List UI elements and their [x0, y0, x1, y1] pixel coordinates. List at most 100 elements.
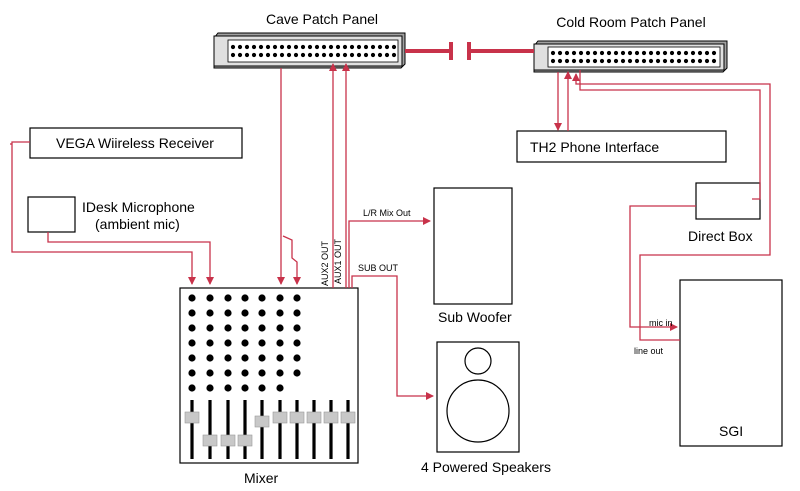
patch-jack — [230, 44, 236, 50]
powered-speaker — [436, 341, 520, 453]
cave-patch-panel-label: Cave Patch Panel — [266, 11, 378, 27]
lr-mix-out-label: L/R Mix Out — [363, 208, 411, 218]
patch-jack — [328, 44, 334, 50]
mixer-knob — [206, 369, 214, 377]
patch-jack — [293, 44, 299, 50]
patch-jack — [237, 44, 243, 50]
aux1-out-label: AUX1 OUT — [333, 238, 343, 284]
patch-jack — [655, 50, 661, 56]
mixer-knob — [293, 369, 301, 377]
mixer-knob — [224, 369, 232, 377]
mixer-knob — [276, 384, 284, 392]
mixer-knob — [276, 339, 284, 347]
mixer-knob — [241, 309, 249, 317]
mixer-knob — [258, 324, 266, 332]
panel-interconnect-cable — [405, 42, 534, 60]
mixer-knob — [206, 309, 214, 317]
direct-box-label: Direct Box — [688, 228, 753, 244]
patch-jack — [634, 58, 640, 64]
patch-jack — [286, 52, 292, 58]
direct-box — [695, 182, 761, 220]
patch-jack — [300, 52, 306, 58]
cold-room-patch-panel-label: Cold Room Patch Panel — [556, 14, 705, 30]
mixer-knob — [293, 324, 301, 332]
patch-jack — [251, 52, 257, 58]
powered-speakers-label: 4 Powered Speakers — [421, 459, 551, 475]
patch-jack — [606, 58, 612, 64]
mixer-knob — [188, 369, 196, 377]
mixer-knob — [224, 324, 232, 332]
patch-jack — [272, 52, 278, 58]
mixer-knob — [276, 354, 284, 362]
mixer — [179, 287, 359, 464]
mixer-knob — [188, 324, 196, 332]
aux2-out-label: AUX2 OUT — [320, 240, 330, 286]
patch-jack — [578, 50, 584, 56]
idesk-microphone-sublabel: (ambient mic) — [95, 216, 180, 232]
mixer-knob — [258, 309, 266, 317]
patch-jack — [244, 52, 250, 58]
patch-jack — [669, 50, 675, 56]
mixer-knob — [241, 369, 249, 377]
patch-jack — [662, 50, 668, 56]
cave-patch-jacks — [230, 44, 397, 58]
patch-jack — [564, 50, 570, 56]
mixer-knob — [276, 294, 284, 302]
mixer-knob — [258, 354, 266, 362]
mixer-knob — [258, 369, 266, 377]
mixer-knob — [188, 294, 196, 302]
mixer-knob — [206, 354, 214, 362]
fader-knob — [220, 434, 236, 447]
patch-jack — [571, 50, 577, 56]
patch-jack — [648, 50, 654, 56]
patch-jack — [251, 44, 257, 50]
patch-jack — [335, 44, 341, 50]
patch-jack — [391, 52, 397, 58]
patch-jack — [606, 50, 612, 56]
patch-jack — [370, 44, 376, 50]
sub-out-label: SUB OUT — [358, 263, 399, 273]
idesk-microphone-label: IDesk Microphone — [82, 199, 195, 215]
patch-jack — [648, 58, 654, 64]
patch-jack — [655, 58, 661, 64]
patch-jack — [307, 44, 313, 50]
patch-jack — [244, 44, 250, 50]
mixer-knob — [224, 339, 232, 347]
patch-jack — [258, 44, 264, 50]
patch-jack — [335, 52, 341, 58]
mixer-knob — [188, 339, 196, 347]
sub-woofer-label: Sub Woofer — [438, 309, 512, 325]
mixer-knob — [293, 354, 301, 362]
patch-jack — [279, 52, 285, 58]
mixer-knob — [258, 339, 266, 347]
line-out-label: line out — [634, 346, 664, 356]
patch-jack — [620, 50, 626, 56]
patch-jack — [564, 58, 570, 64]
patch-jack — [321, 52, 327, 58]
patch-jack — [585, 50, 591, 56]
mixer-faders — [184, 400, 356, 459]
patch-jack — [571, 58, 577, 64]
cold-room-patch-panel — [533, 40, 728, 73]
mixer-knob — [206, 294, 214, 302]
mixer-knob — [241, 294, 249, 302]
patch-jack — [265, 44, 271, 50]
patch-jack — [669, 58, 675, 64]
th2-phone-interface-label: TH2 Phone Interface — [530, 139, 659, 155]
mixer-knob — [293, 294, 301, 302]
patch-jack — [676, 50, 682, 56]
patch-jack — [279, 44, 285, 50]
patch-jack — [363, 44, 369, 50]
patch-jack — [258, 52, 264, 58]
patch-jack — [557, 50, 563, 56]
mixer-knob — [258, 384, 266, 392]
patch-jack — [328, 52, 334, 58]
patch-jack — [697, 58, 703, 64]
patch-jack — [662, 58, 668, 64]
patch-jack — [690, 58, 696, 64]
mixer-knob — [188, 309, 196, 317]
mixer-label: Mixer — [244, 470, 279, 486]
patch-jack — [237, 52, 243, 58]
patch-jack — [314, 52, 320, 58]
patch-jack — [307, 52, 313, 58]
